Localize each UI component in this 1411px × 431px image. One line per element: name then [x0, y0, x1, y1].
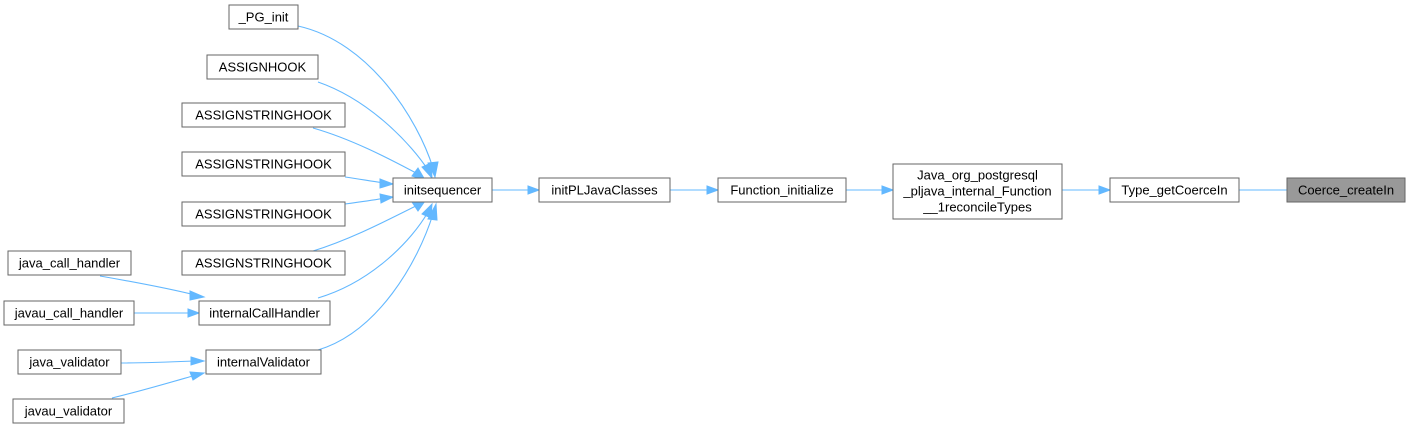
node-assignhook[interactable]: ASSIGNHOOK	[206, 54, 319, 80]
node-pg-init[interactable]: _PG_init	[228, 4, 299, 30]
node-initsequencer-label: initsequencer	[404, 183, 482, 198]
node-internalvalidator[interactable]: internalValidator	[205, 349, 322, 375]
edge-assignhook-initsequencer	[317, 81, 433, 180]
node-initsequencer[interactable]: initsequencer	[392, 177, 493, 203]
node-javau-call-handler-label: javau_call_handler	[14, 306, 124, 321]
node-reconcile-types-line2: _pljava_internal_Function	[902, 184, 1051, 199]
node-javau-call-handler[interactable]: javau_call_handler	[3, 300, 135, 326]
edge-internalcallhandler-initsequencer	[317, 202, 433, 299]
node-internalcallhandler-label: internalCallHandler	[209, 306, 320, 321]
node-type-getcoercein-label: Type_getCoerceIn	[1121, 183, 1227, 198]
edge-javau-call-handler-internalcallhandler	[134, 308, 201, 318]
node-reconcile-types[interactable]: Java_org_postgresql _pljava_internal_Fun…	[892, 163, 1063, 220]
node-assignstringhook-3[interactable]: ASSIGNSTRINGHOOK	[181, 201, 346, 227]
node-coerce-createin[interactable]: Coerce_createIn	[1286, 177, 1406, 203]
edge-initsequencer-initpljavaclasses	[492, 185, 541, 195]
node-internalcallhandler[interactable]: internalCallHandler	[198, 300, 331, 326]
edge-java-validator-internalvalidator	[120, 356, 206, 366]
edge-assignstringhook-2-initsequencer	[344, 176, 395, 189]
node-javau-validator[interactable]: javau_validator	[12, 398, 125, 424]
edge-reconcile-type-getcoercein	[1062, 185, 1112, 195]
node-assignstringhook-3-label: ASSIGNSTRINGHOOK	[195, 207, 332, 222]
node-function-initialize[interactable]: Function_initialize	[717, 177, 847, 203]
node-type-getcoercein[interactable]: Type_getCoerceIn	[1109, 177, 1240, 203]
edge-internalvalidator-initsequencer	[317, 202, 438, 351]
node-initpljavaclasses-label: initPLJavaClasses	[551, 183, 658, 198]
node-initpljavaclasses[interactable]: initPLJavaClasses	[538, 177, 671, 203]
node-coerce-createin-label: Coerce_createIn	[1298, 183, 1394, 198]
node-javau-validator-label: javau_validator	[24, 404, 113, 419]
node-assignstringhook-1-label: ASSIGNSTRINGHOOK	[195, 108, 332, 123]
node-pg-init-label: _PG_init	[238, 10, 289, 25]
node-reconcile-types-line1: Java_org_postgresql	[917, 168, 1038, 183]
node-assignstringhook-4-label: ASSIGNSTRINGHOOK	[195, 256, 332, 271]
node-java-validator[interactable]: java_validator	[17, 349, 122, 375]
node-internalvalidator-label: internalValidator	[217, 355, 311, 370]
node-assignhook-label: ASSIGNHOOK	[219, 60, 307, 75]
node-java-validator-label: java_validator	[28, 355, 110, 370]
node-assignstringhook-2[interactable]: ASSIGNSTRINGHOOK	[181, 151, 346, 177]
node-assignstringhook-2-label: ASSIGNSTRINGHOOK	[195, 157, 332, 172]
edge-initpljavaclasses-function-initialize	[670, 185, 720, 195]
node-function-initialize-label: Function_initialize	[730, 183, 833, 198]
node-assignstringhook-4[interactable]: ASSIGNSTRINGHOOK	[181, 250, 346, 276]
edge-function-initialize-reconcile	[846, 185, 895, 195]
edge-java-call-handler-internalcallhandler	[99, 275, 206, 301]
node-assignstringhook-1[interactable]: ASSIGNSTRINGHOOK	[181, 102, 346, 128]
node-java-call-handler-label: java_call_handler	[18, 256, 121, 271]
node-reconcile-types-line3: __1reconcileTypes	[922, 200, 1032, 215]
edge-assignstringhook-3-initsequencer	[344, 193, 395, 205]
node-java-call-handler[interactable]: java_call_handler	[7, 250, 132, 276]
edge-javau-validator-internalvalidator	[111, 371, 206, 399]
